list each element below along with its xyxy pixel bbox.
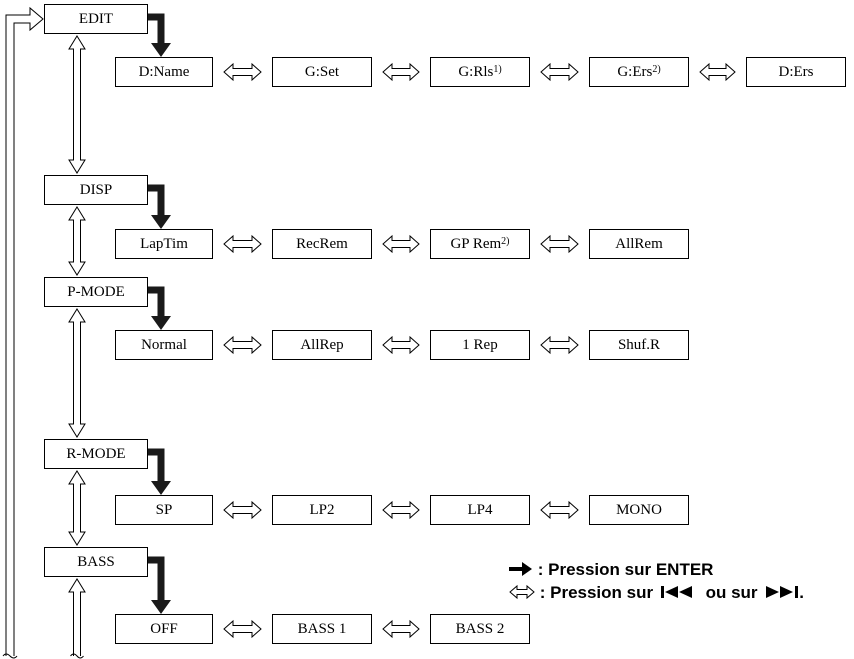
item-link-arrow bbox=[540, 335, 579, 355]
item-link-arrow bbox=[382, 500, 420, 520]
arrow-break-mark bbox=[70, 653, 84, 659]
arrow-break-mark bbox=[2, 653, 18, 659]
item-link-arrow bbox=[223, 500, 262, 520]
enter-arrow bbox=[148, 184, 171, 229]
legend-enter: : Pression sur ENTER bbox=[509, 560, 713, 580]
double-arrow-outline-icon bbox=[509, 584, 535, 600]
item-box-recrem: RecRem bbox=[272, 229, 372, 259]
menu-link-arrow bbox=[68, 35, 86, 174]
item-box-bass2: BASS 2 bbox=[430, 614, 530, 644]
enter-arrow bbox=[148, 13, 171, 57]
enter-arrow bbox=[148, 286, 171, 330]
menu-link-arrow bbox=[68, 578, 86, 656]
item-box-laptim: LapTim bbox=[115, 229, 213, 259]
item-link-arrow bbox=[382, 335, 420, 355]
previous-track-icon bbox=[660, 586, 692, 598]
item-box-dname: D:Name bbox=[115, 57, 213, 87]
item-link-arrow bbox=[223, 234, 262, 254]
return-loop-arrow bbox=[5, 6, 44, 656]
item-box-1rep: 1 Rep bbox=[430, 330, 530, 360]
enter-arrow bbox=[148, 556, 171, 614]
legend-skip: : Pression sur ou sur . bbox=[509, 583, 804, 603]
item-box-lp2: LP2 bbox=[272, 495, 372, 525]
item-box-normal: Normal bbox=[115, 330, 213, 360]
solid-arrow-icon bbox=[509, 562, 532, 576]
menu-link-arrow bbox=[68, 470, 86, 546]
item-link-arrow bbox=[223, 335, 262, 355]
item-box-gset: G:Set bbox=[272, 57, 372, 87]
item-link-arrow bbox=[223, 619, 262, 639]
legend-enter-text: : Pression sur ENTER bbox=[537, 560, 714, 579]
item-link-arrow bbox=[540, 62, 579, 82]
item-link-arrow bbox=[540, 500, 579, 520]
item-box-allrep: AllRep bbox=[272, 330, 372, 360]
enter-arrow bbox=[148, 448, 171, 495]
item-link-arrow bbox=[382, 619, 420, 639]
item-link-arrow bbox=[382, 62, 420, 82]
next-track-icon bbox=[766, 586, 799, 598]
menu-link-arrow bbox=[68, 308, 86, 438]
legend-or-text: ou sur bbox=[705, 583, 758, 602]
menu-box-rmode: R-MODE bbox=[44, 439, 148, 469]
item-box-mono: MONO bbox=[589, 495, 689, 525]
item-box-lp4: LP4 bbox=[430, 495, 530, 525]
menu-box-bass: BASS bbox=[44, 547, 148, 577]
menu-box-pmode: P-MODE bbox=[44, 277, 148, 307]
item-box-allrem: AllRem bbox=[589, 229, 689, 259]
menu-box-edit: EDIT bbox=[44, 4, 148, 34]
item-box-off: OFF bbox=[115, 614, 213, 644]
item-link-arrow bbox=[382, 234, 420, 254]
item-box-ders: D:Ers bbox=[746, 57, 846, 87]
item-box-sp: SP bbox=[115, 495, 213, 525]
legend-period: . bbox=[799, 583, 804, 602]
item-box-shufr: Shuf.R bbox=[589, 330, 689, 360]
legend-skip-text: : Pression sur bbox=[539, 583, 654, 602]
item-box-bass1: BASS 1 bbox=[272, 614, 372, 644]
menu-link-arrow bbox=[68, 206, 86, 276]
item-link-arrow bbox=[223, 62, 262, 82]
item-link-arrow bbox=[699, 62, 736, 82]
menu-box-disp: DISP bbox=[44, 175, 148, 205]
item-link-arrow bbox=[540, 234, 579, 254]
